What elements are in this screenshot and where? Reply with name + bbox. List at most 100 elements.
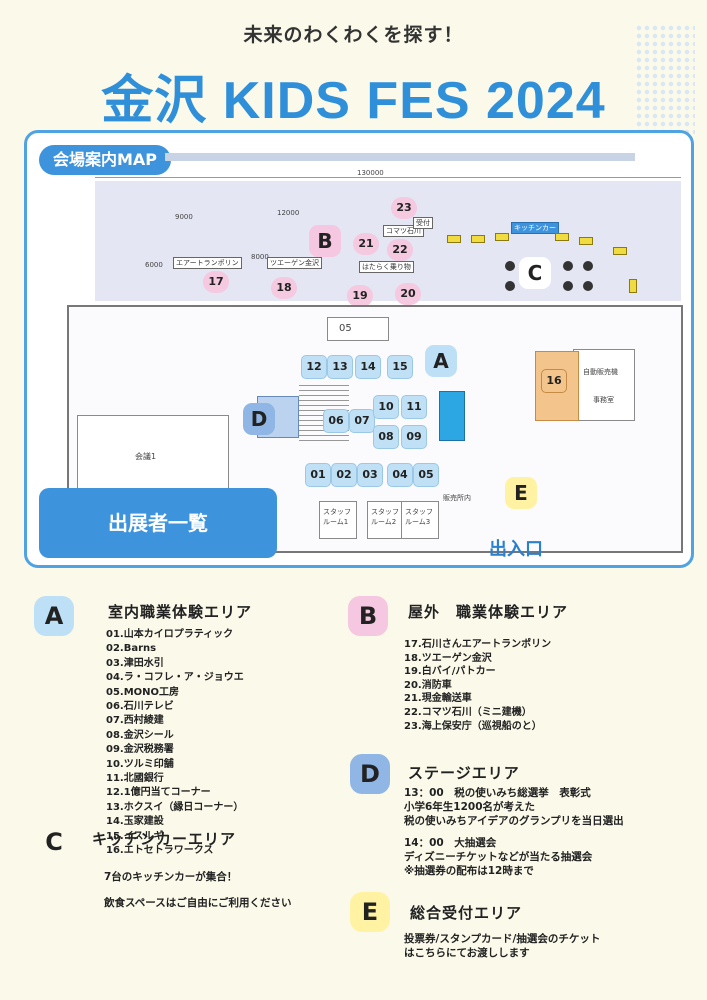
section-c-line-1: 7台のキッチンカーが集合！ — [104, 871, 238, 883]
exhibitor-list-tab: 出展者一覧 — [39, 488, 277, 558]
room-label-hall: 会議1 — [135, 452, 157, 461]
map-label-kitchen-car: キッチンカー — [511, 222, 559, 234]
room-staff-3 — [401, 501, 439, 539]
section-d-title: ステージエリア — [408, 764, 520, 782]
section-c-line-2: 飲食スペースはご自由にご利用ください — [104, 897, 292, 909]
outdoor-area — [95, 181, 681, 301]
map-booth-19: 19 — [347, 285, 373, 307]
kitchen-car-icon — [495, 233, 509, 241]
dining-table-icon — [563, 261, 573, 271]
section-e-title: 総合受付エリア — [410, 904, 523, 922]
exhibitor-a-item: 08.金沢シール — [106, 729, 174, 741]
event-title: 金沢 KIDS FES 2024 — [101, 72, 606, 130]
map-booth-18: 18 — [271, 277, 297, 299]
map-booth-06: 06 — [323, 409, 349, 433]
exhibitor-a-item: 10.ツルミ印舗 — [106, 758, 174, 770]
map-booth-21: 21 — [353, 233, 379, 255]
exhibitor-a-item: 11.北國銀行 — [106, 773, 164, 785]
pool-block — [439, 391, 465, 441]
exhibitor-b-item: 23.海上保安庁（巡視船のと） — [404, 720, 542, 732]
kitchen-car-icon — [447, 235, 461, 243]
map-booth-09: 09 — [401, 425, 427, 449]
exhibitor-a-item: 16.エトセトラワークス — [106, 845, 214, 857]
exhibitor-a-item: 15.イスルギ — [106, 830, 164, 842]
map-booth-13: 13 — [327, 355, 353, 379]
map-zone-b: B — [309, 225, 341, 257]
map-header-bar — [165, 153, 635, 161]
dimension-label: 12000 — [277, 209, 300, 217]
section-b-badge: B — [348, 596, 388, 636]
section-a-badge: A — [34, 596, 74, 636]
map-exit-label: 出入口 — [489, 539, 543, 560]
exhibitor-b-item: 20.消防車 — [404, 679, 452, 691]
exhibitor-a-item: 09.金沢税務署 — [106, 744, 174, 756]
exhibitor-a-item: 13.ホクスイ（縁日コーナー） — [106, 801, 244, 813]
dining-table-icon — [583, 261, 593, 271]
map-label-tsuegen: ツエーゲン金沢 — [267, 257, 322, 269]
exhibitor-a-item: 02.Barns — [106, 643, 157, 655]
exhibitor-a-item: 01.山本カイロプラティック — [106, 629, 234, 640]
event-subtitle: 未来のわくわくを探す！ — [243, 24, 464, 46]
map-booth-03: 03 — [357, 463, 383, 487]
decorative-dots — [635, 24, 695, 134]
section-d-line-6: ※抽選券の配布は12時まで — [404, 865, 534, 877]
map-zone-d: D — [243, 403, 275, 435]
section-c-title: キッチンカーエリア — [92, 830, 237, 848]
map-label-air-trampoline: エアートランポリン — [173, 257, 242, 269]
room-label-staff-2: スタッフルーム2 — [371, 508, 399, 526]
room-hall — [77, 415, 229, 497]
room-label-staff-1: スタッフルーム1 — [323, 508, 351, 526]
venue-map-tab: 会場案内MAP — [39, 145, 172, 175]
map-booth-11: 11 — [401, 395, 427, 419]
map-booth-22: 22 — [387, 239, 413, 261]
dining-table-icon — [583, 281, 593, 291]
exhibitor-a-item: 03.津田水引 — [106, 657, 164, 669]
map-booth-12: 12 — [301, 355, 327, 379]
section-d-line-1: 13：00 税の使いみち総選挙 表彰式 — [404, 787, 591, 799]
map-booth-05: 05 — [413, 463, 439, 487]
map-label-hataraku: はたらく乗り物 — [359, 261, 414, 273]
exhibitor-a-item: 04.ラ・コフレ・ア・ジョウエ — [106, 672, 244, 684]
dimension-label: 6000 — [145, 261, 163, 269]
dimension-label: 8000 — [251, 253, 269, 261]
kitchen-car-icon — [613, 247, 627, 255]
exhibitor-a-item: 07.西村綾建 — [106, 715, 164, 727]
room-label-sales: 販売所内 — [443, 494, 471, 502]
map-booth-16: 16 — [541, 369, 567, 393]
exhibitor-b-item: 17.石川さんエアートランポリン — [404, 639, 552, 650]
section-e-badge: E — [350, 892, 390, 932]
kitchen-car-icon — [471, 235, 485, 243]
dimension-label: 9000 — [175, 213, 193, 221]
room-staff-1 — [319, 501, 357, 539]
map-booth-20: 20 — [395, 283, 421, 305]
map-zone-a: A — [425, 345, 457, 377]
map-booth-17: 17 — [203, 271, 229, 293]
dining-table-icon — [505, 281, 515, 291]
room-label-staff-3: スタッフルーム3 — [405, 508, 433, 526]
map-booth-23: 23 — [391, 197, 417, 219]
section-e-line-1: 投票券/スタンプカード/抽選会のチケット — [404, 933, 601, 945]
kitchen-car-icon — [579, 237, 593, 245]
exhibitor-b-item: 19.白バイ/パトカー — [404, 666, 496, 678]
dimension-label: 130000 — [357, 169, 384, 177]
exhibitor-b-item: 22.コマツ石川（ミニ建機） — [404, 706, 532, 718]
map-booth-10: 10 — [373, 395, 399, 419]
map-label-reception: 受付 — [413, 217, 433, 229]
venue-map-panel: 会場案内MAP 130000 9000 12000 6000 8000 エアート… — [24, 130, 694, 568]
kitchen-car-icon — [555, 233, 569, 241]
dining-table-icon — [505, 261, 515, 271]
map-zone-c: C — [519, 257, 551, 289]
section-d-line-5: ディズニーチケットなどが当たる抽選会 — [404, 851, 593, 863]
map-booth-04: 04 — [387, 463, 413, 487]
map-booth-07: 07 — [349, 409, 375, 433]
room-05 — [327, 317, 389, 341]
section-a-title: 室内職業体験エリア — [108, 603, 253, 621]
map-booth-01: 01 — [305, 463, 331, 487]
dining-table-icon — [563, 281, 573, 291]
room-label-05: 05 — [339, 323, 352, 334]
room-label-office: 事務室 — [593, 396, 614, 404]
room-office — [573, 349, 635, 421]
map-booth-08: 08 — [373, 425, 399, 449]
